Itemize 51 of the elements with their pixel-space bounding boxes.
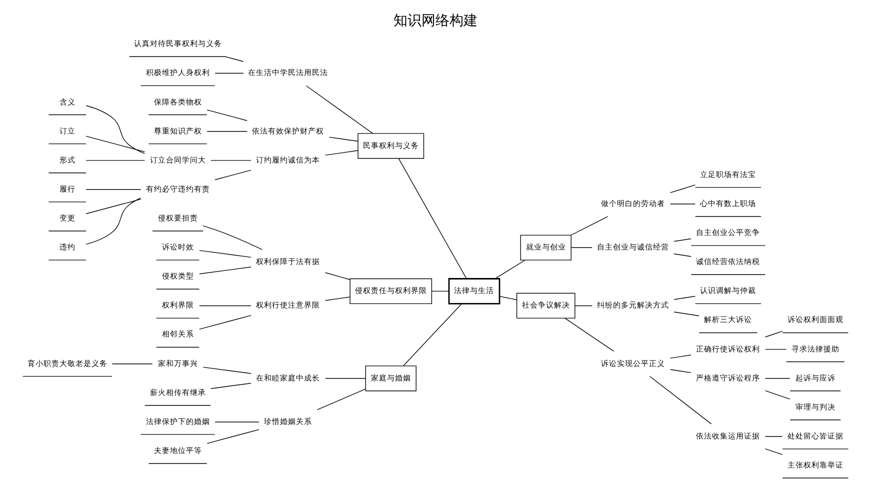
connector <box>564 318 614 352</box>
connector <box>764 378 790 379</box>
connector <box>198 266 251 274</box>
connector <box>305 85 372 134</box>
connector <box>206 429 259 444</box>
connector <box>206 110 247 121</box>
connector <box>202 366 251 374</box>
connector <box>431 290 449 292</box>
connector <box>324 378 366 379</box>
connector <box>494 260 525 280</box>
connector <box>328 136 358 142</box>
connector <box>402 303 462 366</box>
connector <box>85 198 140 245</box>
connector <box>764 348 786 350</box>
connector <box>764 448 782 455</box>
connector <box>206 131 247 132</box>
connector <box>85 136 145 152</box>
connector <box>316 388 366 410</box>
connector <box>669 184 696 194</box>
connector <box>214 170 251 180</box>
connector <box>764 436 782 437</box>
connector <box>324 296 350 301</box>
connector <box>673 238 691 242</box>
connector <box>673 254 691 257</box>
connector <box>764 330 782 338</box>
connector <box>214 72 244 74</box>
connector <box>85 198 141 214</box>
connector <box>85 105 145 154</box>
connector <box>198 250 251 258</box>
connector <box>210 160 251 161</box>
connector <box>224 56 244 62</box>
connector <box>324 272 350 280</box>
connector <box>198 305 251 306</box>
connector <box>669 369 691 374</box>
connector <box>85 189 141 190</box>
connector <box>85 160 145 161</box>
diagram-title: 知识网络构建 <box>393 12 477 29</box>
connector <box>649 376 712 424</box>
connector <box>498 296 517 300</box>
connector <box>210 382 251 389</box>
connector <box>324 150 358 156</box>
connector <box>764 390 790 400</box>
connector <box>570 247 592 248</box>
connector <box>570 216 608 236</box>
connector <box>673 312 699 316</box>
connector <box>669 354 691 359</box>
connector <box>398 158 466 280</box>
connector <box>673 296 695 300</box>
connector <box>202 225 262 250</box>
connector <box>198 315 251 330</box>
connector <box>574 305 592 306</box>
